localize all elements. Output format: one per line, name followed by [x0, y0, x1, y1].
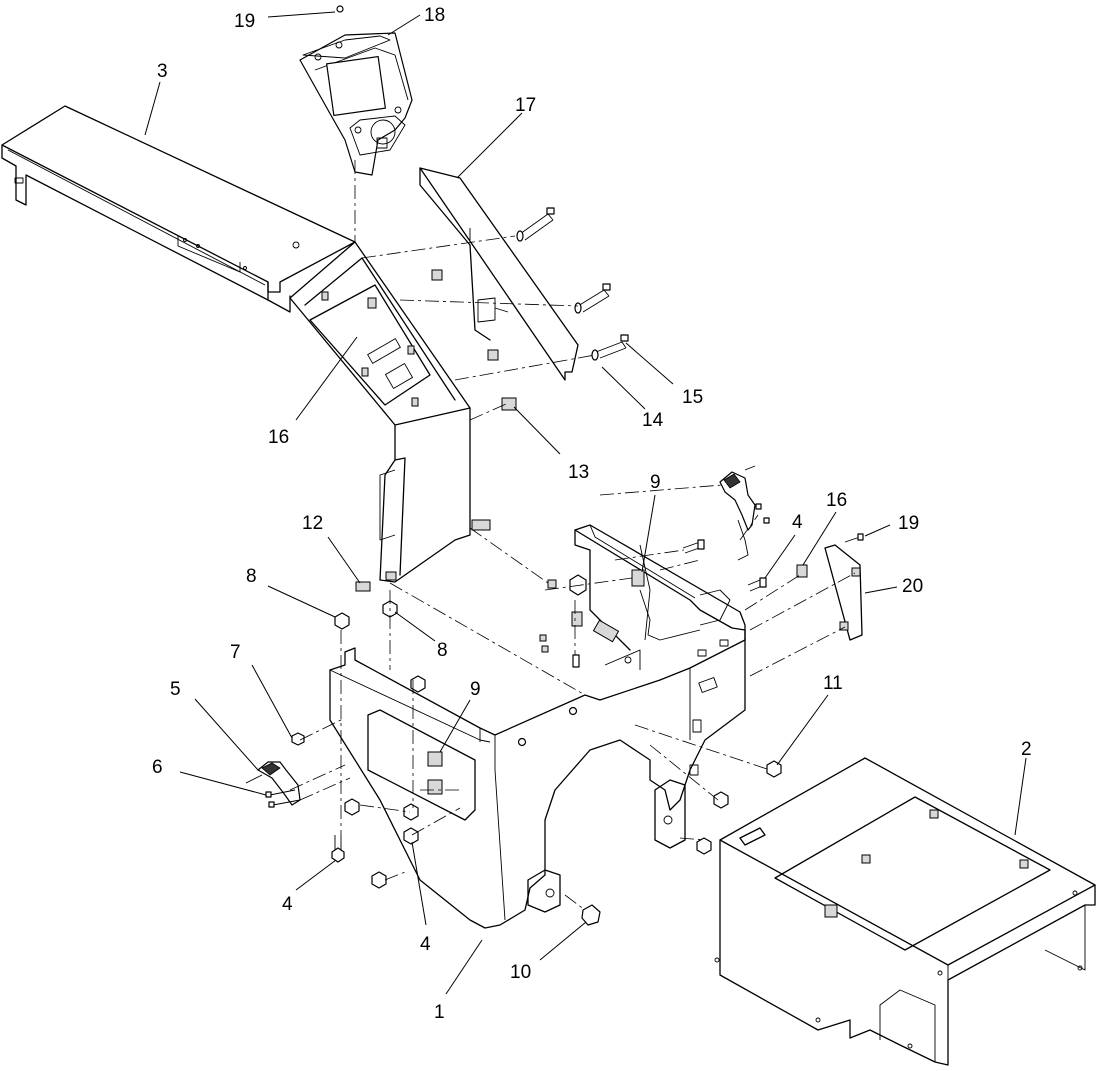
callout-7: 7	[230, 642, 241, 663]
part-12-clip	[355, 571, 397, 592]
callout-9: 9	[650, 472, 661, 493]
fasteners-14-15	[431, 207, 629, 531]
callout-20: 20	[902, 576, 923, 597]
callout-19: 19	[898, 513, 919, 534]
callout-8: 8	[437, 640, 448, 661]
callout-19: 19	[234, 11, 255, 32]
callout-18: 18	[424, 5, 445, 26]
callout-4: 4	[282, 894, 293, 915]
part-1-lower-frame	[329, 529, 746, 929]
callout-16: 16	[826, 490, 847, 511]
callout-16: 16	[268, 427, 289, 448]
assembly-centerlines	[289, 160, 856, 911]
part-9-clips	[427, 569, 645, 795]
part-8-nuts	[334, 600, 398, 630]
upper-right-latch	[682, 465, 864, 592]
callout-14: 14	[642, 410, 664, 431]
part-5-latch	[245, 732, 305, 806]
callout-2: 2	[1021, 739, 1032, 760]
callout-10: 10	[510, 962, 531, 983]
callout-4: 4	[792, 512, 803, 533]
part-2-rear-cover	[714, 757, 1096, 1066]
callout-4: 4	[420, 934, 431, 955]
callout-3: 3	[157, 61, 168, 82]
callout-labels: 19 18 3 17 15 14 16 13 9 4 16 19 20 12 8…	[152, 5, 1032, 1023]
callout-13: 13	[568, 462, 589, 483]
callout-11: 11	[823, 673, 843, 694]
part-18-display-module	[299, 5, 413, 176]
callout-17: 17	[515, 95, 536, 116]
callout-9: 9	[470, 679, 481, 700]
leader-lines	[144, 11, 1027, 995]
callout-15: 15	[682, 387, 703, 408]
callout-8: 8	[246, 566, 257, 587]
right-upper-frame	[574, 524, 746, 641]
part-17-side-plate	[419, 167, 579, 381]
callout-1: 1	[434, 1002, 445, 1023]
part-3-top-panel	[1, 105, 356, 313]
part-20-side-cover	[824, 544, 863, 641]
part-16-upper-pedestal	[289, 241, 471, 583]
callout-6: 6	[152, 757, 163, 778]
callout-5: 5	[170, 679, 181, 700]
part-4-bolts	[331, 760, 782, 926]
callout-12: 12	[302, 513, 323, 534]
